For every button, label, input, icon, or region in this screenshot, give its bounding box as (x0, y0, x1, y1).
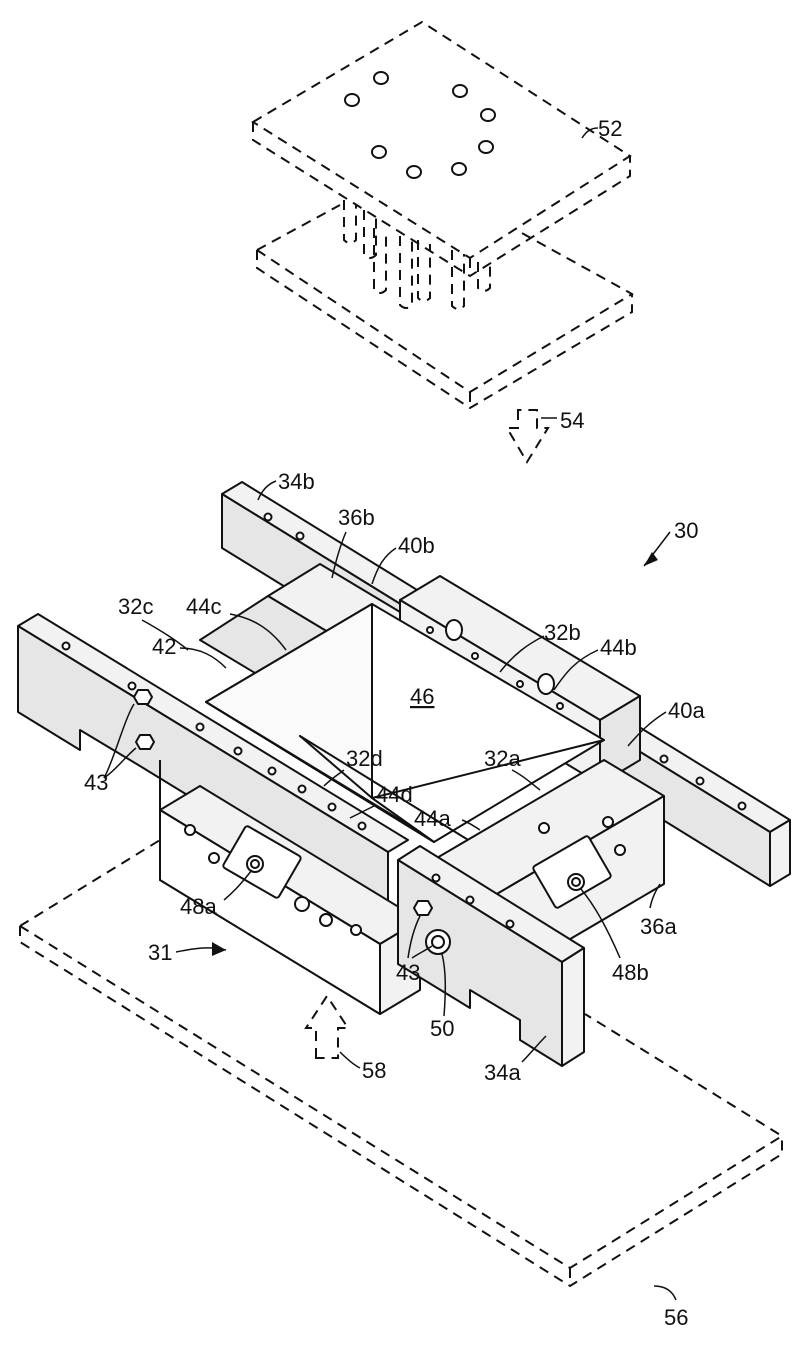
front-block-31 (159, 760, 421, 1015)
arrow-58 (304, 994, 350, 1059)
bolt-43-upper-a (133, 689, 153, 705)
label-48b: 48b (612, 960, 649, 985)
leader-56 (653, 1285, 677, 1301)
label-36b: 36b (338, 505, 375, 530)
label-34a: 34a (484, 1060, 521, 1085)
label-32a: 32a (484, 746, 521, 771)
leader-48a (223, 869, 253, 901)
label-32b: 32b (544, 620, 581, 645)
label-44c: 44c (186, 594, 221, 619)
leader-44a (461, 819, 481, 831)
leader-32b (499, 635, 545, 673)
label-58: 58 (362, 1058, 386, 1083)
bolt-43-upper-b (135, 734, 155, 750)
cavity-46 (205, 603, 605, 873)
leader-34b (257, 480, 277, 501)
leader-44b (553, 649, 599, 691)
label-44d: 44d (376, 782, 413, 807)
label-44a: 44a (414, 806, 451, 831)
upper-die-plate-top (251, 20, 632, 278)
leader-42 (179, 647, 227, 669)
label-32c: 32c (118, 594, 153, 619)
label-43-top: 43 (84, 770, 108, 795)
leader-44d (349, 805, 375, 819)
label-40a: 40a (668, 698, 705, 723)
label-44b: 44b (600, 635, 637, 660)
leader-48b (579, 887, 621, 959)
label-56: 56 (664, 1305, 688, 1330)
leader-36a (649, 883, 661, 909)
label-43-bottom: 43 (396, 960, 420, 985)
leader-34a (521, 1035, 547, 1063)
leader-43-top-a (103, 703, 135, 779)
fitting-48a (250, 859, 260, 869)
leader-40b (371, 547, 397, 585)
fitting-48b (571, 877, 581, 887)
label-34b: 34b (278, 469, 315, 494)
label-50: 50 (430, 1016, 454, 1041)
leader-44c (229, 613, 287, 651)
leader-32d (323, 769, 345, 787)
label-40b: 40b (398, 533, 435, 558)
arrowhead-30 (644, 552, 658, 566)
label-42: 42 (152, 634, 176, 659)
label-32d: 32d (346, 746, 383, 771)
label-54: 54 (560, 408, 584, 433)
label-46: 46 (410, 684, 434, 709)
upper-die-plate-bottom (256, 204, 634, 410)
leader-43-bottom-a (407, 915, 421, 959)
label-48a: 48a (180, 894, 217, 919)
leader-43-top-b (103, 747, 137, 779)
label-36a: 36a (640, 914, 677, 939)
leader-32a (511, 769, 541, 791)
leader-50 (441, 953, 447, 1017)
leader-43-bottom-b (411, 945, 433, 959)
leader-40a (627, 711, 667, 747)
label-31: 31 (148, 940, 172, 965)
base-plate-56 (19, 839, 784, 1288)
leader-36b (331, 531, 347, 579)
leader-52 (581, 127, 599, 139)
arrowhead-31 (212, 942, 226, 956)
arrow-54 (505, 409, 550, 464)
bolt-43-lower (413, 900, 433, 916)
front-rail-34a (397, 845, 585, 1067)
leader-58 (339, 1051, 361, 1069)
punch-pins (343, 200, 491, 310)
label-52: 52 (598, 116, 622, 141)
fitting-50 (425, 929, 451, 955)
upper-die-holes (344, 71, 496, 179)
label-30: 30 (674, 518, 698, 543)
